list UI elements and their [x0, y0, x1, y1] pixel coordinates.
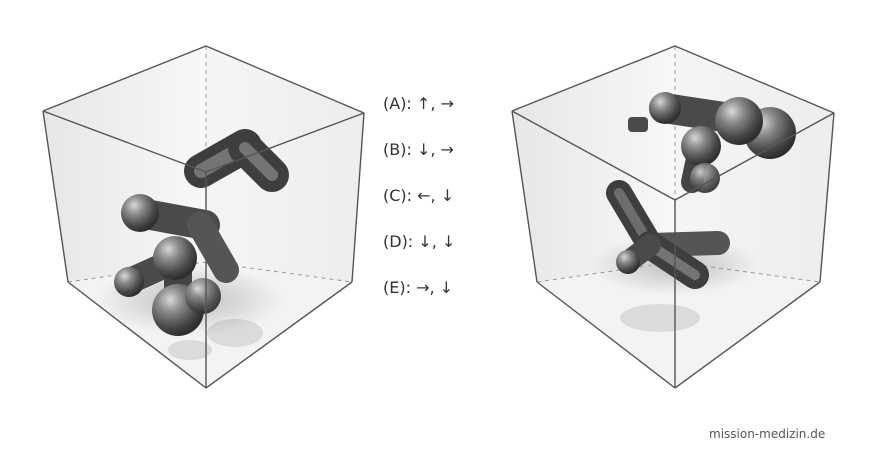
option-a[interactable]: (A): ↑, →	[383, 93, 493, 139]
option-letter: (D):	[383, 232, 414, 251]
answer-options: (A): ↑, → (B): ↓, → (C): ←, ↓ (D): ↓, ↓ …	[383, 93, 493, 323]
option-answer: ↑, →	[416, 94, 454, 113]
option-e[interactable]: (E): →, ↓	[383, 277, 493, 323]
option-answer: ↓, ↓	[418, 232, 456, 251]
right-cube	[511, 45, 835, 389]
left-cube	[42, 45, 365, 389]
option-d[interactable]: (D): ↓, ↓	[383, 231, 493, 277]
option-letter: (A):	[383, 94, 412, 113]
option-answer: ←, ↓	[417, 186, 455, 205]
left-object-reflection	[168, 319, 263, 360]
right-object	[606, 92, 796, 289]
watermark: mission-medizin.de	[709, 427, 826, 441]
option-b[interactable]: (B): ↓, →	[383, 139, 493, 185]
option-answer: →, ↓	[416, 278, 454, 297]
option-answer: ↓, →	[416, 140, 454, 159]
left-object	[114, 129, 289, 336]
option-letter: (C):	[383, 186, 413, 205]
right-object-reflection	[620, 304, 700, 332]
option-letter: (B):	[383, 140, 412, 159]
option-c[interactable]: (C): ←, ↓	[383, 185, 493, 231]
option-letter: (E):	[383, 278, 411, 297]
